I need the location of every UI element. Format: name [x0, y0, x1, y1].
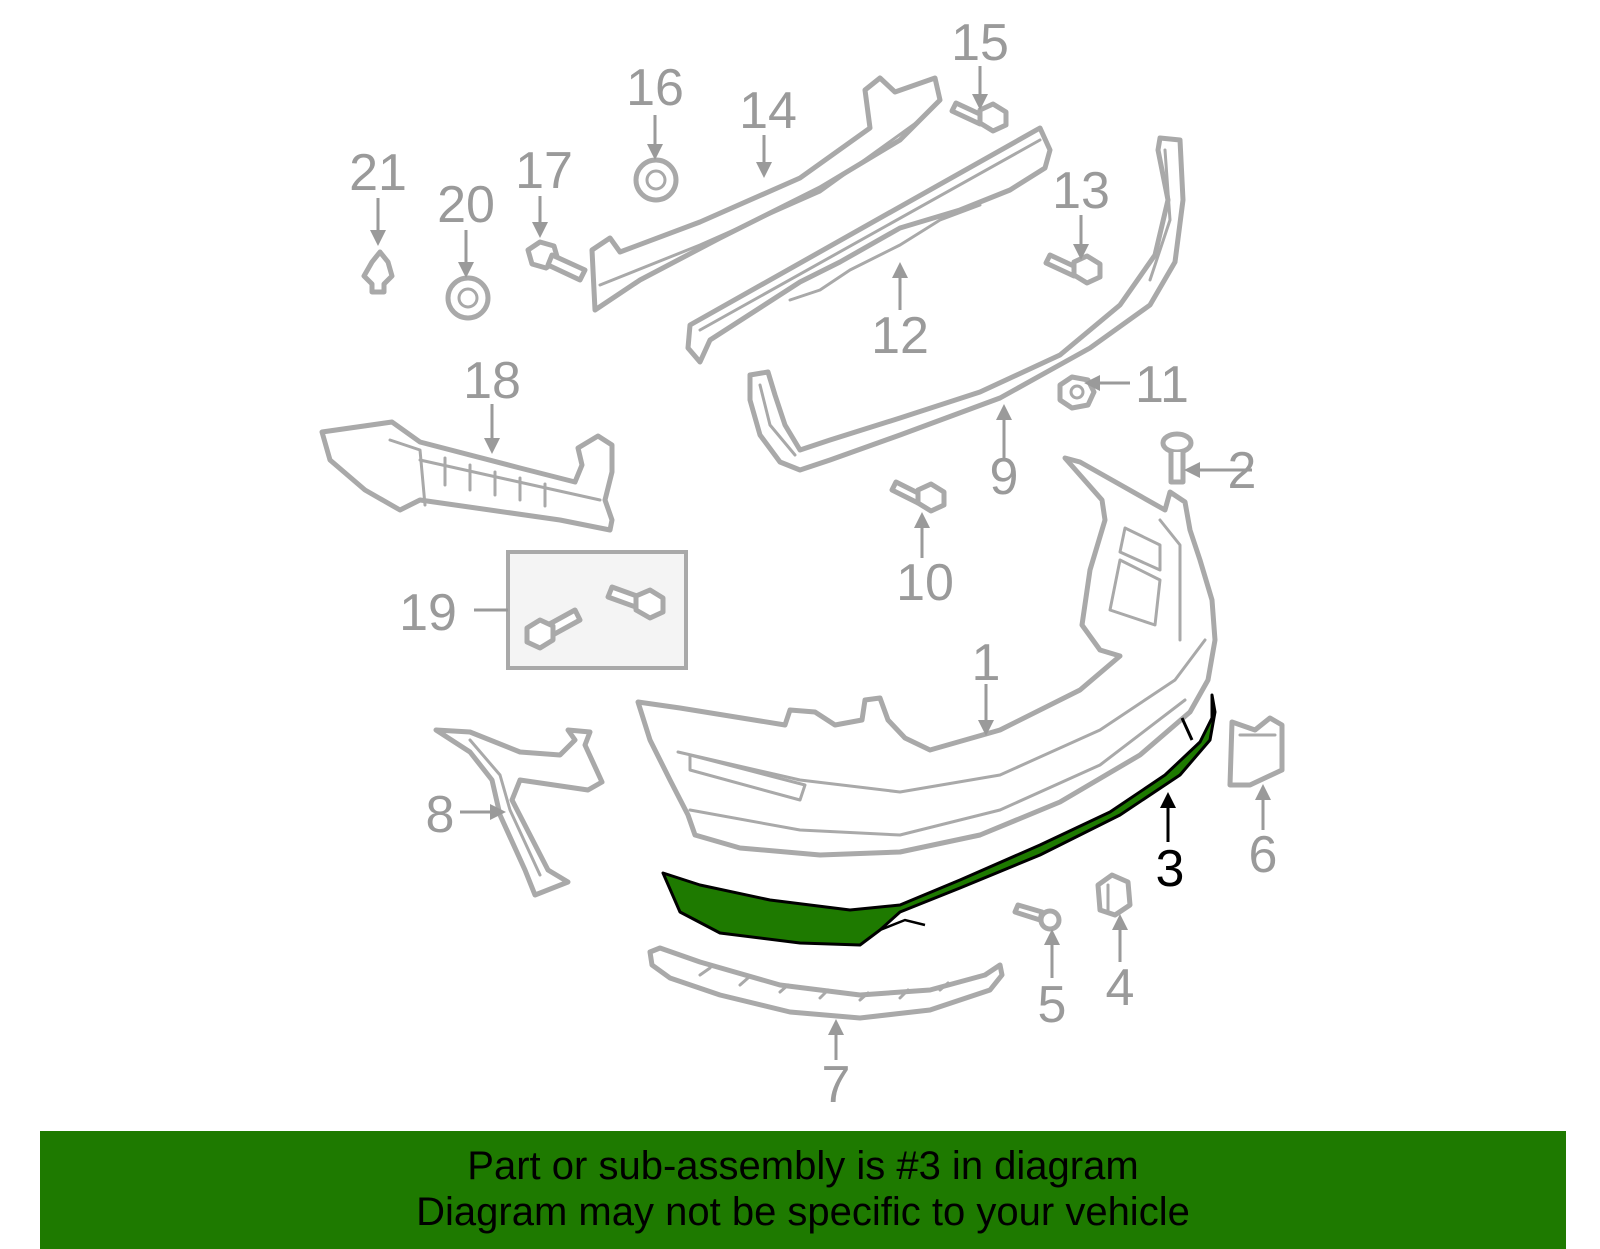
- leader-lines: [370, 66, 1271, 1060]
- callout-labels: 1 2 3 4 5 6 7 8 9 10 11 12 13 14 15 16 1…: [349, 14, 1277, 1114]
- part-21-clip[interactable]: [361, 249, 395, 295]
- part-6-bracket[interactable]: [1227, 715, 1285, 788]
- part-3-lower-valance[interactable]: [661, 693, 1217, 947]
- part-4-clip[interactable]: [1095, 872, 1133, 918]
- callout-5: 5: [1038, 976, 1067, 1034]
- banner-line-1: Part or sub-assembly is #3 in diagram: [467, 1144, 1139, 1188]
- part-10-bolt[interactable]: [889, 479, 947, 514]
- callout-1: 1: [972, 634, 1001, 692]
- callout-18: 18: [463, 352, 521, 410]
- part-5-screw[interactable]: [1012, 902, 1062, 932]
- part-1-bumper-cover[interactable]: [635, 455, 1218, 858]
- part-16-grommet[interactable]: [633, 157, 679, 203]
- part-14-reinforcement[interactable]: [589, 75, 943, 313]
- part-19-bolt-set[interactable]: [506, 550, 688, 670]
- callout-10: 10: [896, 554, 954, 612]
- part-7-trim-strip[interactable]: [647, 945, 1005, 1021]
- callout-19: 19: [399, 584, 457, 642]
- part-13-bolt[interactable]: [1043, 252, 1103, 286]
- part-8-bracket[interactable]: [433, 727, 605, 898]
- part-12-absorber[interactable]: [685, 125, 1053, 365]
- part-2-push-pin[interactable]: [1160, 431, 1194, 485]
- callout-16: 16: [626, 59, 684, 117]
- part-9-bracket[interactable]: [747, 135, 1186, 473]
- bolt-icon: [605, 584, 666, 621]
- callout-15: 15: [951, 14, 1009, 72]
- banner-line-2: Diagram may not be specific to your vehi…: [416, 1190, 1190, 1234]
- callout-17: 17: [515, 142, 573, 200]
- callout-3: 3: [1156, 840, 1185, 898]
- part-15-bolt[interactable]: [949, 100, 1009, 134]
- callout-2: 2: [1228, 442, 1257, 500]
- bolt-icon: [524, 607, 583, 651]
- callout-21: 21: [349, 144, 407, 202]
- callout-7: 7: [822, 1056, 851, 1114]
- part-18-side-bracket[interactable]: [319, 419, 615, 533]
- info-banner: Part or sub-assembly is #3 in diagram Di…: [40, 1131, 1566, 1249]
- callout-14: 14: [739, 82, 797, 140]
- part-20-grommet[interactable]: [445, 275, 491, 321]
- callout-13: 13: [1052, 162, 1110, 220]
- part-11-nut[interactable]: [1057, 374, 1097, 411]
- callout-4: 4: [1106, 959, 1135, 1017]
- callout-6: 6: [1249, 826, 1278, 884]
- callout-8: 8: [426, 786, 455, 844]
- part-17-bolt[interactable]: [525, 239, 588, 283]
- callout-9: 9: [990, 448, 1019, 506]
- callout-12: 12: [871, 307, 929, 365]
- callout-11: 11: [1135, 356, 1189, 414]
- callout-20: 20: [437, 176, 495, 234]
